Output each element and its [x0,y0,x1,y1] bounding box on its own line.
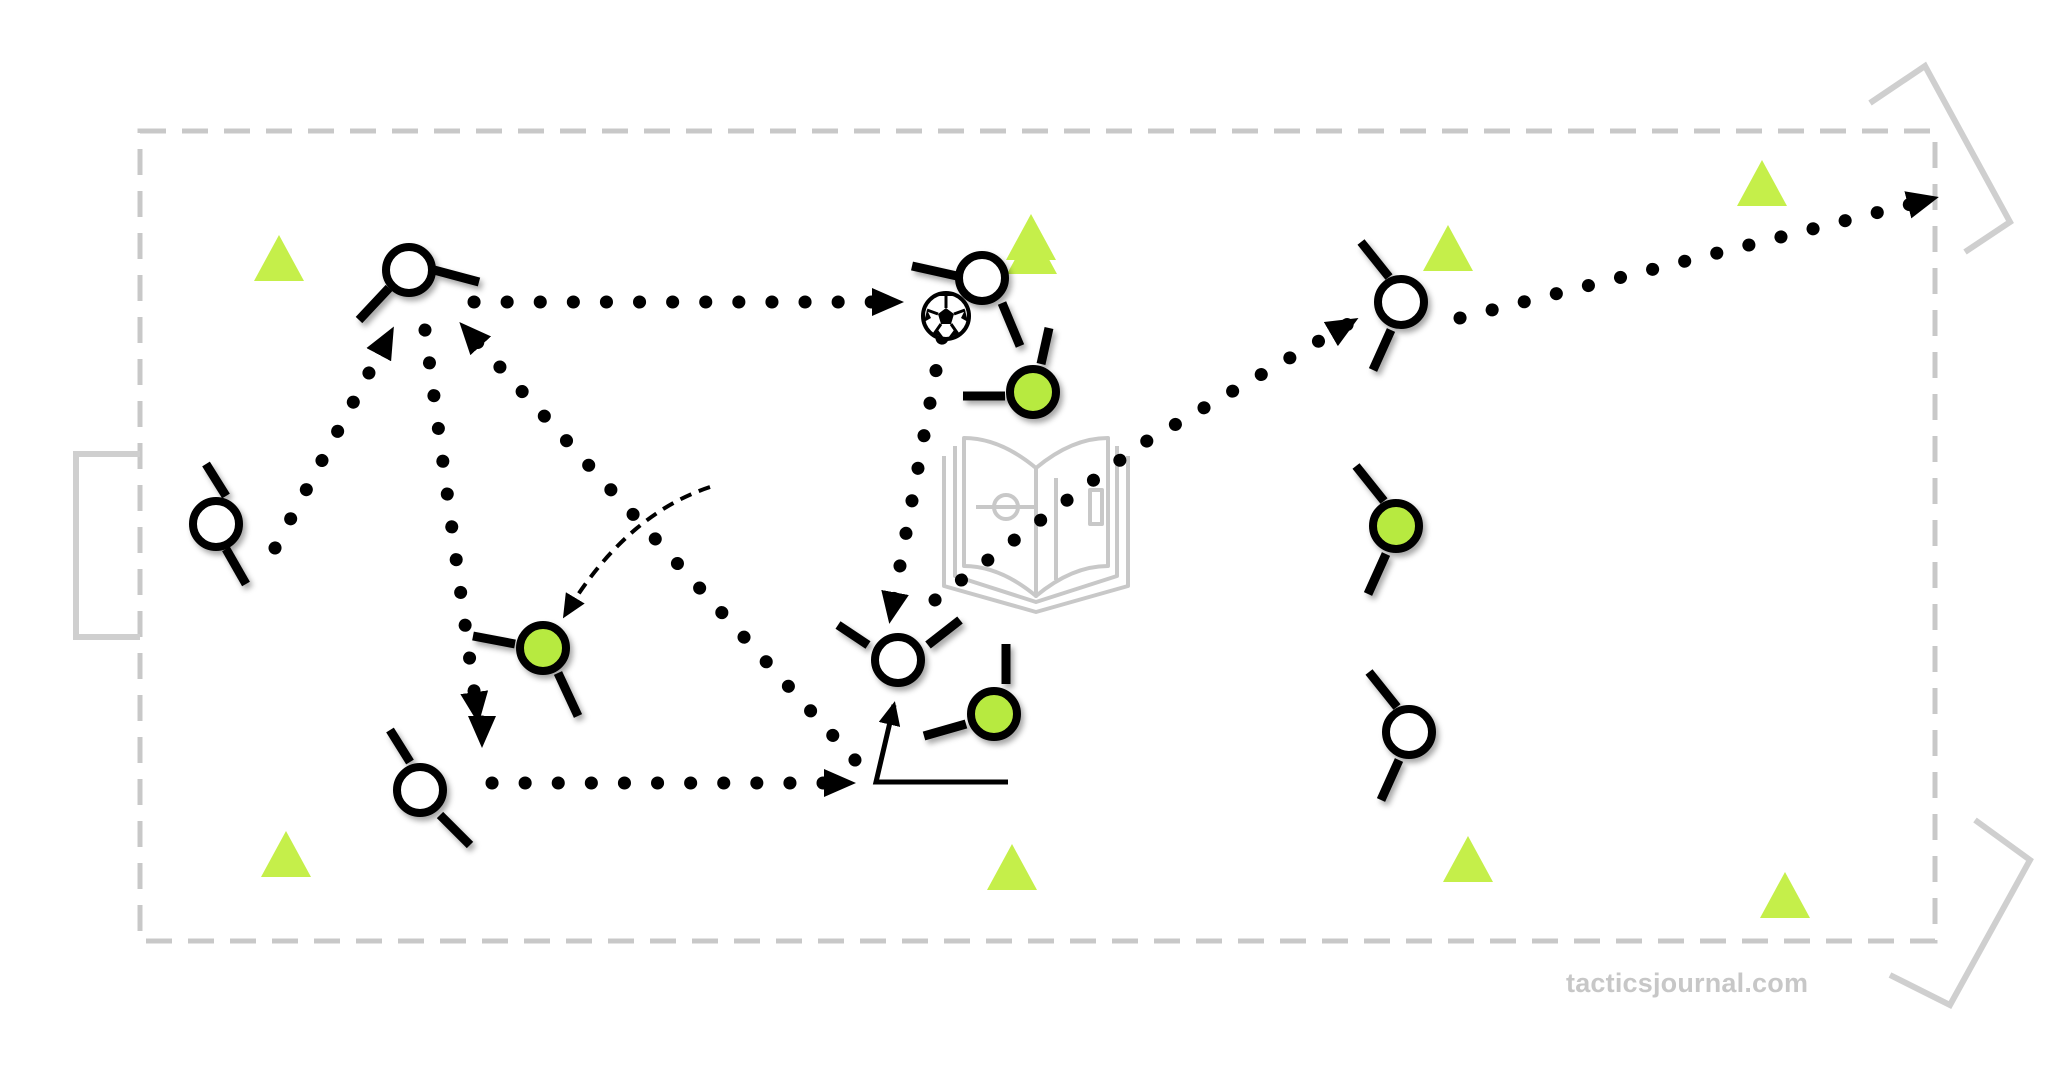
right-goal-top [1868,61,2014,255]
players-layer [189,239,1436,849]
player-defender [1352,463,1423,596]
player-limb [922,719,968,741]
player-limb [1036,327,1054,365]
pass-arrow [418,323,489,727]
player-attacker [911,251,1025,348]
player-attacker [835,616,963,687]
dribble-arrow [872,701,1008,785]
pass-arrow [1453,191,1942,325]
player-limb [835,621,871,649]
player-attacker [1357,239,1428,372]
player-attacker [355,243,481,324]
player-attacker [1365,669,1436,802]
player-limb [553,671,583,718]
cones-layer [254,160,1810,918]
player-limb [925,616,963,649]
watermark-text: tacticsjournal.com [1566,968,1809,998]
player-head [1369,499,1423,553]
cone-icon [261,831,311,877]
cone-icon [1423,225,1473,271]
player-defender [472,621,583,718]
player-head [871,633,925,687]
player-head [189,497,243,551]
pass-arrow [881,331,949,627]
player-head [1006,365,1060,419]
soccer-ball-icon [921,291,971,341]
cone-icon [1443,836,1493,882]
player-limb [436,811,474,849]
player-defender [963,327,1060,419]
cone-icon [987,844,1037,890]
right-goal-bottom [1888,817,2034,1009]
pitch-boundary [137,128,1938,944]
cone-icon [254,235,304,281]
player-head [393,763,447,817]
player-limb [1376,758,1404,802]
cone-icon [1737,160,1787,206]
player-limb [222,546,250,587]
player-limb [997,301,1025,348]
player-limb [472,631,516,649]
player-head [1374,275,1428,329]
arrows-layer [268,191,1942,797]
cone-icon [1006,214,1056,260]
player-limb [432,265,481,287]
player-limb [911,261,958,281]
player-limb [355,284,393,324]
run-arrow [562,485,711,619]
player-limb [1363,552,1391,596]
player-limb [1357,239,1393,280]
player-attacker [386,727,474,849]
player-head [382,243,436,297]
player-head [967,687,1021,741]
player-head [955,251,1009,305]
pass-arrow [455,318,862,767]
player-limb [386,727,414,765]
player-limb [202,461,230,499]
player-head [1382,705,1436,759]
cone-icon [1760,872,1810,918]
book-logo-icon [942,436,1130,614]
player-attacker [189,461,250,587]
left-goal [73,451,140,640]
player-limb [1352,463,1388,504]
player-defender [922,644,1021,741]
player-limb [1368,328,1396,372]
pass-arrow [268,323,399,555]
player-head [516,621,570,675]
pass-arrow [928,313,1362,607]
player-limb [1365,669,1401,710]
